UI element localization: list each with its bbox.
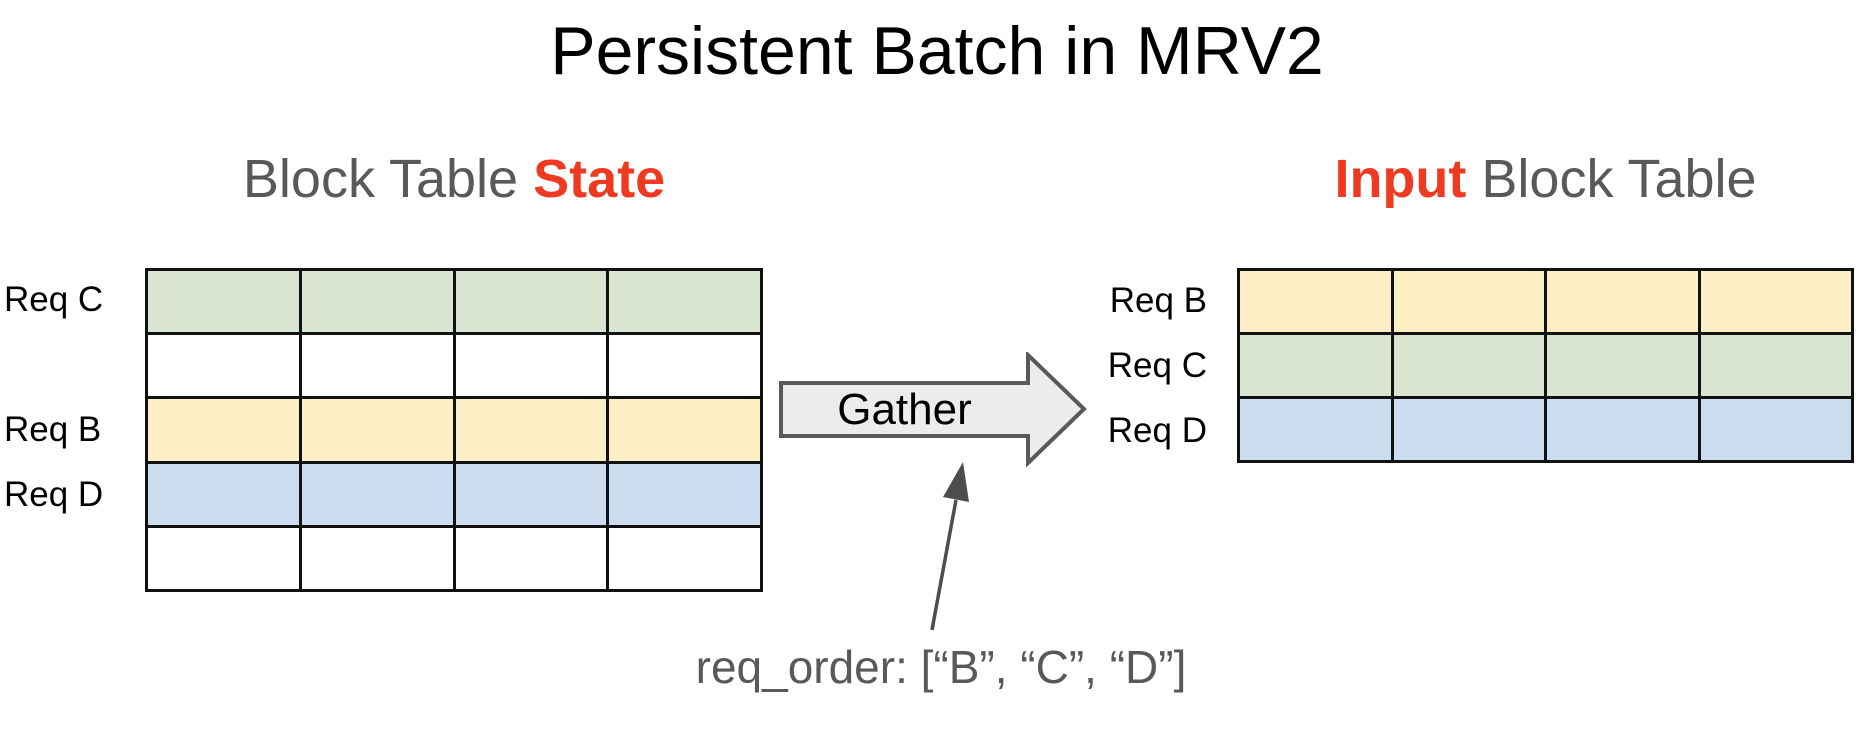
block-cell bbox=[1547, 271, 1701, 332]
block-cell bbox=[302, 271, 456, 333]
block-cell bbox=[1240, 399, 1394, 460]
block-cell bbox=[609, 271, 760, 332]
block-cell bbox=[148, 335, 302, 397]
left-heading-prefix: Block Table bbox=[242, 149, 534, 209]
block-cell bbox=[302, 463, 456, 525]
block-cell bbox=[1547, 399, 1701, 460]
table-row bbox=[1240, 335, 1851, 399]
block-cell bbox=[609, 528, 760, 589]
block-cell bbox=[609, 464, 760, 525]
block-cell bbox=[456, 271, 610, 333]
block-cell bbox=[456, 335, 610, 397]
row-label: Req C bbox=[1107, 346, 1207, 385]
block-cell bbox=[148, 399, 302, 461]
block-cell bbox=[302, 399, 456, 461]
table-row bbox=[1240, 271, 1851, 335]
annotation-arrow-icon bbox=[930, 462, 969, 631]
row-label: Req B bbox=[1109, 281, 1207, 320]
block-cell bbox=[1394, 335, 1547, 396]
row-label: Req C bbox=[4, 280, 104, 319]
gather-arrow-label: Gather bbox=[837, 385, 972, 434]
left-table-heading: Block Table State bbox=[145, 148, 763, 210]
block-cell bbox=[456, 527, 610, 590]
left-heading-highlight: State bbox=[533, 149, 666, 209]
right-table-heading: Input Block Table bbox=[1237, 148, 1854, 210]
block-cell bbox=[148, 271, 302, 333]
block-cell bbox=[609, 335, 760, 396]
row-label: Req D bbox=[4, 475, 104, 514]
block-cell bbox=[148, 463, 302, 525]
gather-arrow-icon bbox=[779, 352, 1087, 467]
block-cell bbox=[1701, 399, 1852, 460]
req-order-annotation: req_order: [“B”, “C”, “D”] bbox=[695, 641, 1187, 693]
block-cell bbox=[1701, 271, 1852, 332]
input-block-table bbox=[1237, 268, 1854, 463]
block-cell bbox=[302, 527, 456, 590]
block-cell bbox=[1701, 335, 1852, 396]
input-block-table-rows bbox=[1240, 271, 1851, 460]
slide-title: Persistent Batch in MRV2 bbox=[550, 13, 1324, 89]
block-cell bbox=[1394, 399, 1547, 460]
row-label: Req B bbox=[4, 410, 102, 449]
block-cell bbox=[1240, 335, 1394, 396]
block-cell bbox=[1547, 335, 1701, 396]
row-label: Req D bbox=[1107, 411, 1207, 450]
block-cell bbox=[302, 335, 456, 397]
block-cell bbox=[456, 399, 610, 461]
table-row bbox=[148, 335, 760, 400]
right-heading-suffix: Block Table bbox=[1466, 149, 1757, 209]
table-row bbox=[148, 527, 760, 590]
block-cell bbox=[456, 463, 610, 525]
block-table-state-rows bbox=[148, 271, 760, 590]
right-heading-highlight: Input bbox=[1334, 149, 1467, 209]
block-cell bbox=[609, 399, 760, 460]
block-table-state bbox=[145, 268, 763, 592]
block-cell bbox=[148, 527, 302, 590]
table-row bbox=[148, 271, 760, 336]
block-cell bbox=[1394, 271, 1547, 332]
table-row bbox=[148, 399, 760, 464]
table-row bbox=[148, 463, 760, 528]
block-cell bbox=[1240, 271, 1394, 332]
table-row bbox=[1240, 399, 1851, 460]
